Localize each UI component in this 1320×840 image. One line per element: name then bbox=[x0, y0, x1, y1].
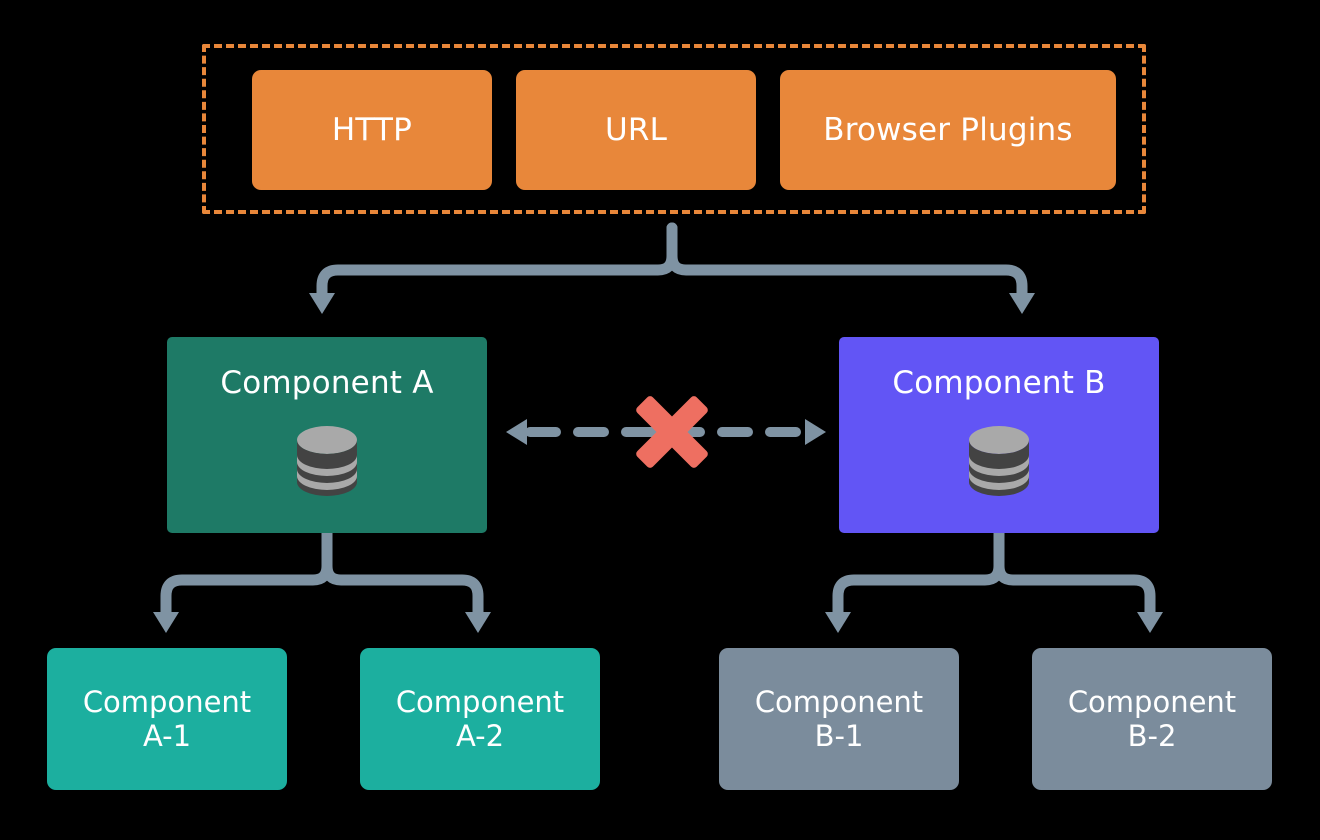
arrowhead-to-component-a-1 bbox=[153, 612, 179, 633]
component-a-box[interactable]: Component A bbox=[167, 337, 487, 533]
api-box-http[interactable]: HTTP bbox=[252, 70, 492, 190]
interface-layer-frame bbox=[202, 44, 1146, 214]
component-b-label: Component B bbox=[892, 365, 1106, 401]
connector-blocked-link bbox=[506, 419, 826, 445]
api-box-browser-plugins-label: Browser Plugins bbox=[823, 111, 1073, 148]
api-box-browser-plugins[interactable]: Browser Plugins bbox=[780, 70, 1116, 190]
component-b-2-label-line2: B-2 bbox=[1127, 719, 1177, 753]
database-icon bbox=[969, 425, 1029, 496]
api-box-http-label: HTTP bbox=[331, 111, 413, 148]
arrowhead-to-component-a bbox=[309, 293, 335, 314]
x-mark-blocked-icon bbox=[636, 396, 708, 468]
arrowhead-to-component-b-2 bbox=[1137, 612, 1163, 633]
component-a-1-label-line1: Component bbox=[82, 684, 252, 719]
api-box-url-label: URL bbox=[604, 111, 668, 148]
component-b-2-label-line1: Component bbox=[1067, 684, 1237, 719]
api-box-url[interactable]: URL bbox=[516, 70, 756, 190]
component-b-1-label-line2: B-1 bbox=[814, 719, 864, 753]
component-a-2-label-line1: Component bbox=[395, 684, 565, 719]
connector-interface-to-components bbox=[309, 222, 1035, 314]
component-a-2-box[interactable]: Component A-2 bbox=[360, 648, 600, 790]
component-a-1-label-line2: A-1 bbox=[142, 719, 192, 753]
connector-component-a-to-children bbox=[153, 527, 491, 633]
component-b-1-box[interactable]: Component B-1 bbox=[719, 648, 959, 790]
arrowhead-to-component-b bbox=[1009, 293, 1035, 314]
component-b-2-box[interactable]: Component B-2 bbox=[1032, 648, 1272, 790]
connector-component-b-to-children bbox=[825, 527, 1163, 633]
arrowhead-right bbox=[805, 419, 826, 445]
component-b-box[interactable]: Component B bbox=[839, 337, 1159, 533]
component-a-1-box[interactable]: Component A-1 bbox=[47, 648, 287, 790]
component-a-2-label-line2: A-2 bbox=[455, 719, 505, 753]
arrowhead-to-component-a-2 bbox=[465, 612, 491, 633]
component-b-1-label-line1: Component bbox=[754, 684, 924, 719]
arrowhead-to-component-b-1 bbox=[825, 612, 851, 633]
component-a-label: Component A bbox=[220, 365, 434, 401]
database-icon bbox=[297, 425, 357, 496]
arrowhead-left bbox=[506, 419, 527, 445]
